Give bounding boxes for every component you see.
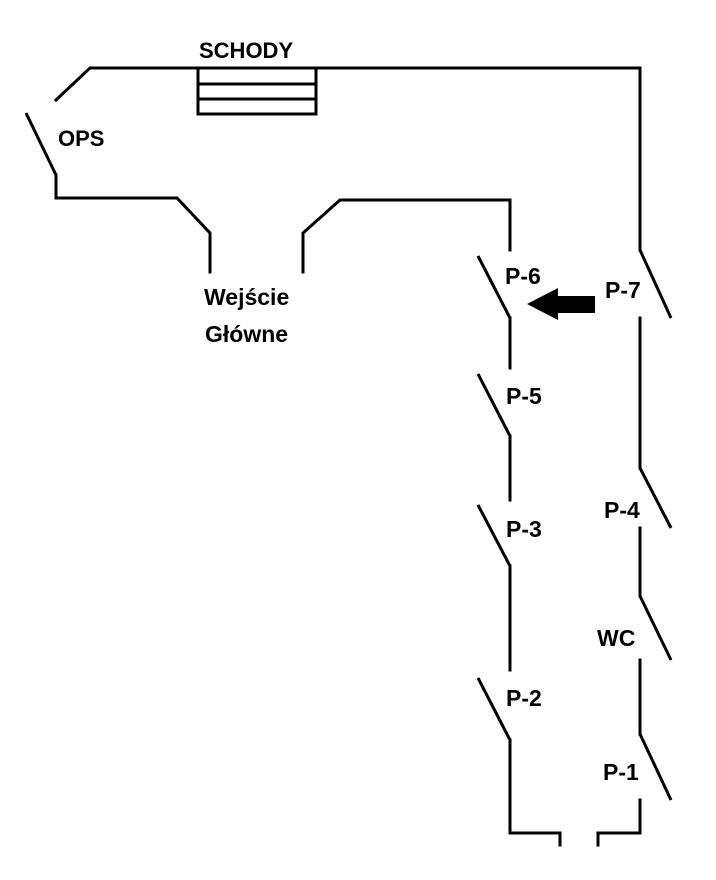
- door-p3: [476, 504, 512, 567]
- label-p6: P-6: [505, 263, 541, 289]
- label-p5: P-5: [506, 383, 542, 409]
- arrow-left-icon: [527, 288, 595, 320]
- door-p5: [476, 373, 512, 437]
- door-p6: [476, 255, 512, 319]
- stairs-symbol: [196, 66, 318, 116]
- label-stairs: SCHODY: [199, 38, 293, 63]
- door-p1: [638, 733, 673, 801]
- entrance-right-wall: [301, 198, 512, 274]
- label-p7: P-7: [605, 277, 641, 303]
- top-wall: [53, 66, 642, 252]
- door-p2: [476, 677, 512, 741]
- label-p4: P-4: [604, 497, 640, 523]
- doors: [24, 112, 673, 801]
- label-entrance-line1: Wejście: [204, 284, 289, 310]
- door-p7: [638, 249, 673, 319]
- ops-lower-wall: [54, 173, 212, 274]
- door-p4: [638, 467, 673, 529]
- label-ops: OPS: [58, 126, 104, 151]
- label-entrance-line2: Główne: [205, 321, 288, 347]
- label-wc: WC: [597, 625, 635, 651]
- inner-wall-bottom: [508, 738, 562, 847]
- outer-wall-bottom: [596, 798, 642, 847]
- door-ops: [24, 112, 58, 176]
- label-p2: P-2: [506, 685, 542, 711]
- door-wc: [638, 595, 673, 661]
- label-p1: P-1: [603, 759, 639, 785]
- label-p3: P-3: [506, 516, 542, 542]
- walls: [53, 66, 642, 847]
